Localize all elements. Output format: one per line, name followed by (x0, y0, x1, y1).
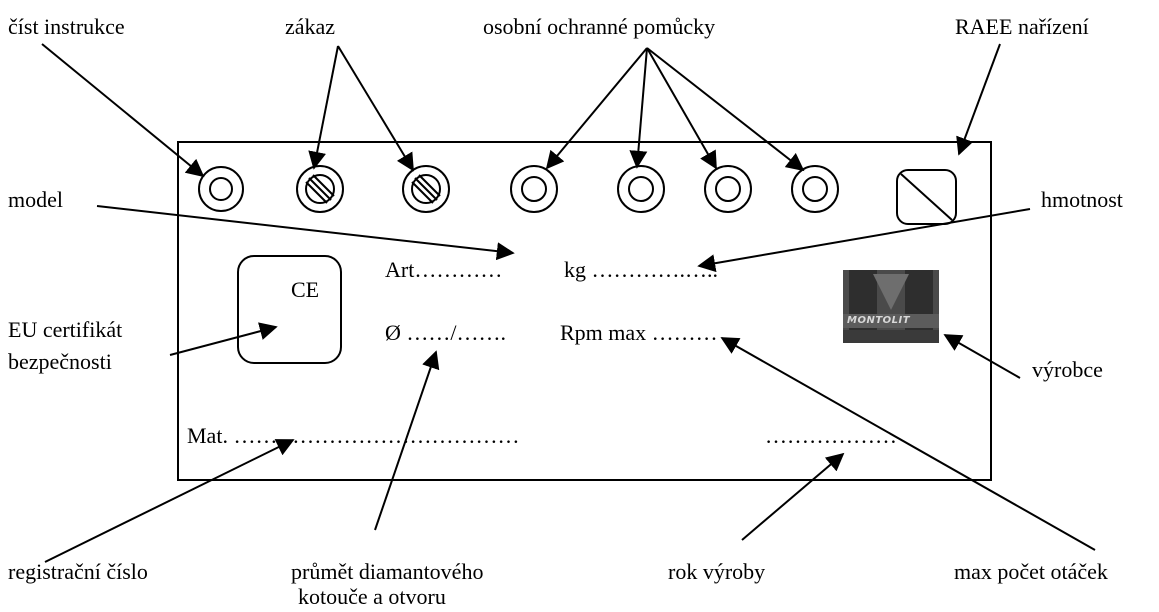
read-instructions-icon (198, 166, 244, 212)
manufacturer-logo: MONTOLIT (843, 270, 939, 343)
label-raee: RAEE nařízení (955, 14, 1089, 39)
logo-shape-mid (873, 274, 909, 310)
field-rpm: Rpm max ……… (560, 320, 718, 345)
label-diameter-line1: průmět diamantového (291, 559, 484, 584)
ppe-icon (704, 165, 752, 213)
label-weight: hmotnost (1041, 187, 1123, 212)
arrow-registration (44, 439, 295, 563)
arrow-ppe-2 (629, 47, 648, 169)
ppe-icon (510, 165, 558, 213)
logo-wordmark: MONTOLIT (847, 315, 911, 326)
label-model: model (8, 187, 63, 212)
label-max-rpm: max počet otáček (954, 559, 1108, 584)
label-eu-cert-line1: EU certifikát (8, 317, 123, 342)
ce-mark: CE (291, 277, 320, 302)
arrow-ppe-4 (646, 47, 805, 172)
field-art: Art………… (385, 257, 503, 282)
label-year: rok výroby (668, 559, 766, 584)
logo-bottom (843, 330, 939, 343)
ce-box (237, 255, 342, 364)
label-registration: registrační číslo (8, 559, 148, 584)
arrow-prohibition-1 (308, 45, 339, 170)
arrow-diameter (374, 350, 440, 531)
label-eu-cert-line2: bezpečnosti (8, 349, 112, 374)
prohibition-icon (296, 165, 344, 213)
label-manufacturer: výrobce (1032, 357, 1103, 382)
arrow-ppe-1 (545, 47, 648, 170)
label-ppe: osobní ochranné pomůcky (483, 14, 716, 39)
ppe-icon (791, 165, 839, 213)
arrow-model (96, 205, 515, 261)
arrow-read-instructions (41, 43, 205, 178)
raee-icon (896, 169, 957, 225)
ppe-icon (617, 165, 665, 213)
arrow-raee (956, 43, 1001, 156)
label-diameter-line2: kotouče a otvoru (298, 584, 446, 609)
arrow-weight (697, 208, 1031, 273)
arrow-eu-cert (169, 322, 278, 356)
arrow-ppe-3 (646, 47, 717, 170)
arrow-manufacturer (943, 334, 1021, 379)
field-year: ……………… (765, 423, 897, 448)
field-kg: kg ………….….. (564, 257, 718, 282)
field-diameter: Ø ……/……. (385, 320, 506, 345)
plate-border (177, 141, 992, 481)
arrow-max-rpm (720, 337, 1096, 551)
arrow-prohibition-2 (337, 45, 414, 172)
prohibition-icon (402, 165, 450, 213)
field-mat: Mat. ………………………………… (187, 423, 520, 448)
label-prohibition: zákaz (285, 14, 336, 39)
logo-band (843, 314, 939, 328)
label-read-instructions: číst instrukce (8, 14, 125, 39)
arrow-year (741, 452, 845, 541)
